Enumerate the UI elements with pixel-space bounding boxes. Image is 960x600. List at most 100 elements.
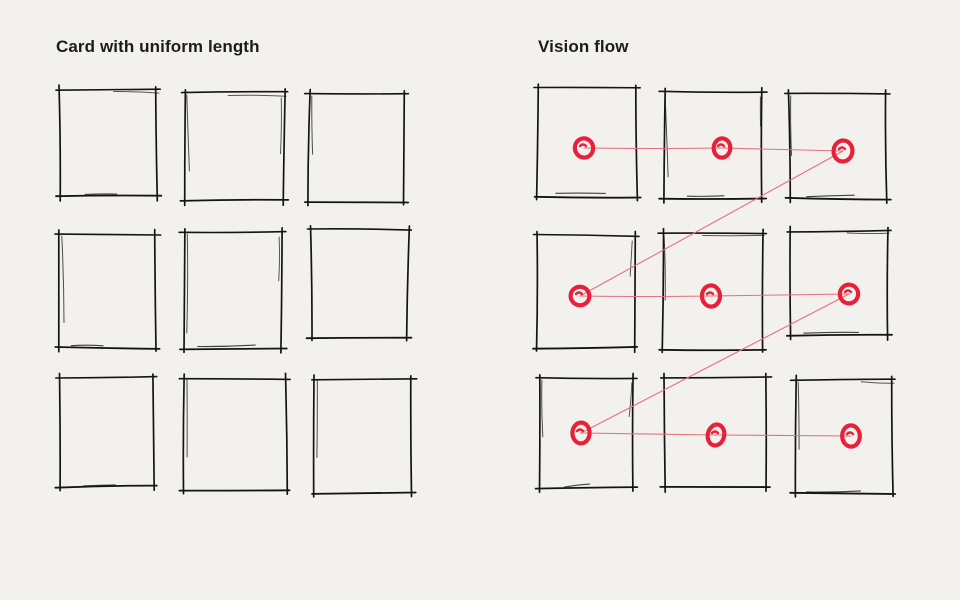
card-edge-bottom-retrace [805, 490, 862, 493]
card-edge-left [183, 89, 187, 207]
card-edge-left-retrace [541, 379, 544, 438]
card-edge-right [409, 374, 413, 498]
card-edge-left [789, 225, 792, 341]
card-edge-right-retrace [629, 240, 633, 277]
card-edge-top-retrace [113, 90, 160, 94]
card-edge-right [282, 88, 287, 207]
card-edge-bottom [784, 196, 892, 201]
card-edge-top [178, 377, 291, 381]
card-edge-top [311, 378, 418, 381]
card-edge-bottom-retrace [806, 194, 855, 198]
flow-marker-9 [840, 423, 862, 449]
left-card-2-2 [178, 226, 288, 354]
flow-marker-6 [837, 282, 861, 306]
left-panel-title: Card with uniform length [56, 37, 260, 56]
right-card-2-2 [657, 227, 768, 354]
card-edge-left-retrace [664, 93, 669, 178]
right-panel-title: Vision flow [538, 37, 629, 56]
card-edge-bottom [786, 333, 893, 337]
right-card-1-1 [533, 83, 642, 202]
card-edge-left-retrace [663, 234, 666, 301]
card-edge-left [307, 88, 312, 207]
card-edge-bottom [54, 346, 161, 350]
card-edge-bottom [532, 346, 639, 350]
right-card-grid [532, 83, 897, 498]
left-card-3-3 [311, 374, 418, 498]
card-edge-bottom [55, 194, 163, 198]
left-card-2-3 [305, 224, 413, 342]
card-edge-left-retrace [311, 95, 314, 155]
card-edge-bottom-retrace [686, 195, 725, 197]
flow-marker-2 [711, 136, 733, 160]
card-edge-top [55, 88, 161, 91]
card-edge-top [786, 229, 892, 233]
card-edge-top [306, 228, 413, 231]
card-edge-left-retrace [790, 95, 792, 156]
card-edge-bottom [311, 491, 417, 495]
card-edge-top [784, 92, 891, 95]
left-card-2-1 [54, 228, 162, 353]
card-edge-right [402, 90, 406, 206]
left-card-grid [54, 84, 418, 498]
card-edge-left [58, 84, 62, 202]
card-edge-bottom-retrace [563, 483, 591, 488]
card-edge-top [178, 230, 287, 234]
card-edge-top [535, 376, 638, 380]
left-card-3-2 [178, 372, 291, 496]
right-card-2-3 [786, 225, 893, 342]
card-edge-top-retrace [860, 381, 895, 384]
right-card-1-3 [784, 88, 892, 204]
card-edge-bottom-retrace [70, 344, 104, 347]
card-edge-left-retrace [797, 381, 800, 450]
card-edge-top [658, 90, 768, 94]
flow-marker-5 [699, 283, 723, 309]
right-card-3-2 [659, 372, 773, 493]
right-card-1-2 [658, 86, 768, 204]
card-edge-right [884, 89, 888, 204]
flow-line-row-3-2 [715, 434, 852, 437]
card-edge-left-retrace [61, 235, 65, 323]
right-card-2-1 [532, 230, 640, 354]
card-edge-top [659, 376, 773, 379]
card-edge-left [535, 230, 539, 352]
card-edge-right [154, 85, 159, 202]
card-edge-right-retrace [278, 236, 281, 282]
card-edge-top [532, 233, 640, 238]
flow-line-diagonal-1 [579, 150, 844, 297]
card-edge-top [789, 378, 896, 382]
card-edge-right [634, 84, 639, 202]
left-card-1-2 [179, 88, 290, 207]
card-edge-left [535, 83, 540, 201]
card-edge-right [280, 226, 283, 354]
flow-line-diagonal-2 [580, 293, 850, 434]
card-edge-right-retrace [280, 97, 282, 155]
card-edge-bottom [179, 347, 288, 351]
card-edge-right [633, 230, 637, 354]
card-edge-left [58, 372, 62, 492]
card-edge-left [309, 224, 313, 342]
left-card-1-1 [55, 84, 163, 202]
card-edge-right [761, 228, 764, 353]
card-edge-right [890, 375, 894, 498]
flow-marker-8 [705, 422, 727, 448]
flow-line-row-1-1 [583, 147, 723, 150]
card-edge-right [405, 225, 411, 342]
card-edge-bottom [533, 195, 642, 199]
flow-marker-4 [568, 284, 592, 308]
card-edge-right [886, 226, 889, 342]
card-edge-right [153, 228, 157, 352]
flow-line-row-2-2 [710, 293, 850, 297]
card-edge-bottom [534, 486, 639, 490]
card-edge-top [180, 90, 289, 94]
flow-line-row-3-1 [580, 432, 717, 436]
card-edge-bottom-retrace [83, 484, 116, 487]
card-edge-top-retrace [846, 232, 890, 234]
card-edge-bottom [658, 197, 768, 200]
card-edge-bottom [789, 491, 897, 495]
card-edge-left [787, 88, 792, 204]
card-edge-bottom [54, 484, 158, 489]
card-edge-left [661, 227, 665, 354]
card-edge-left [183, 227, 186, 354]
